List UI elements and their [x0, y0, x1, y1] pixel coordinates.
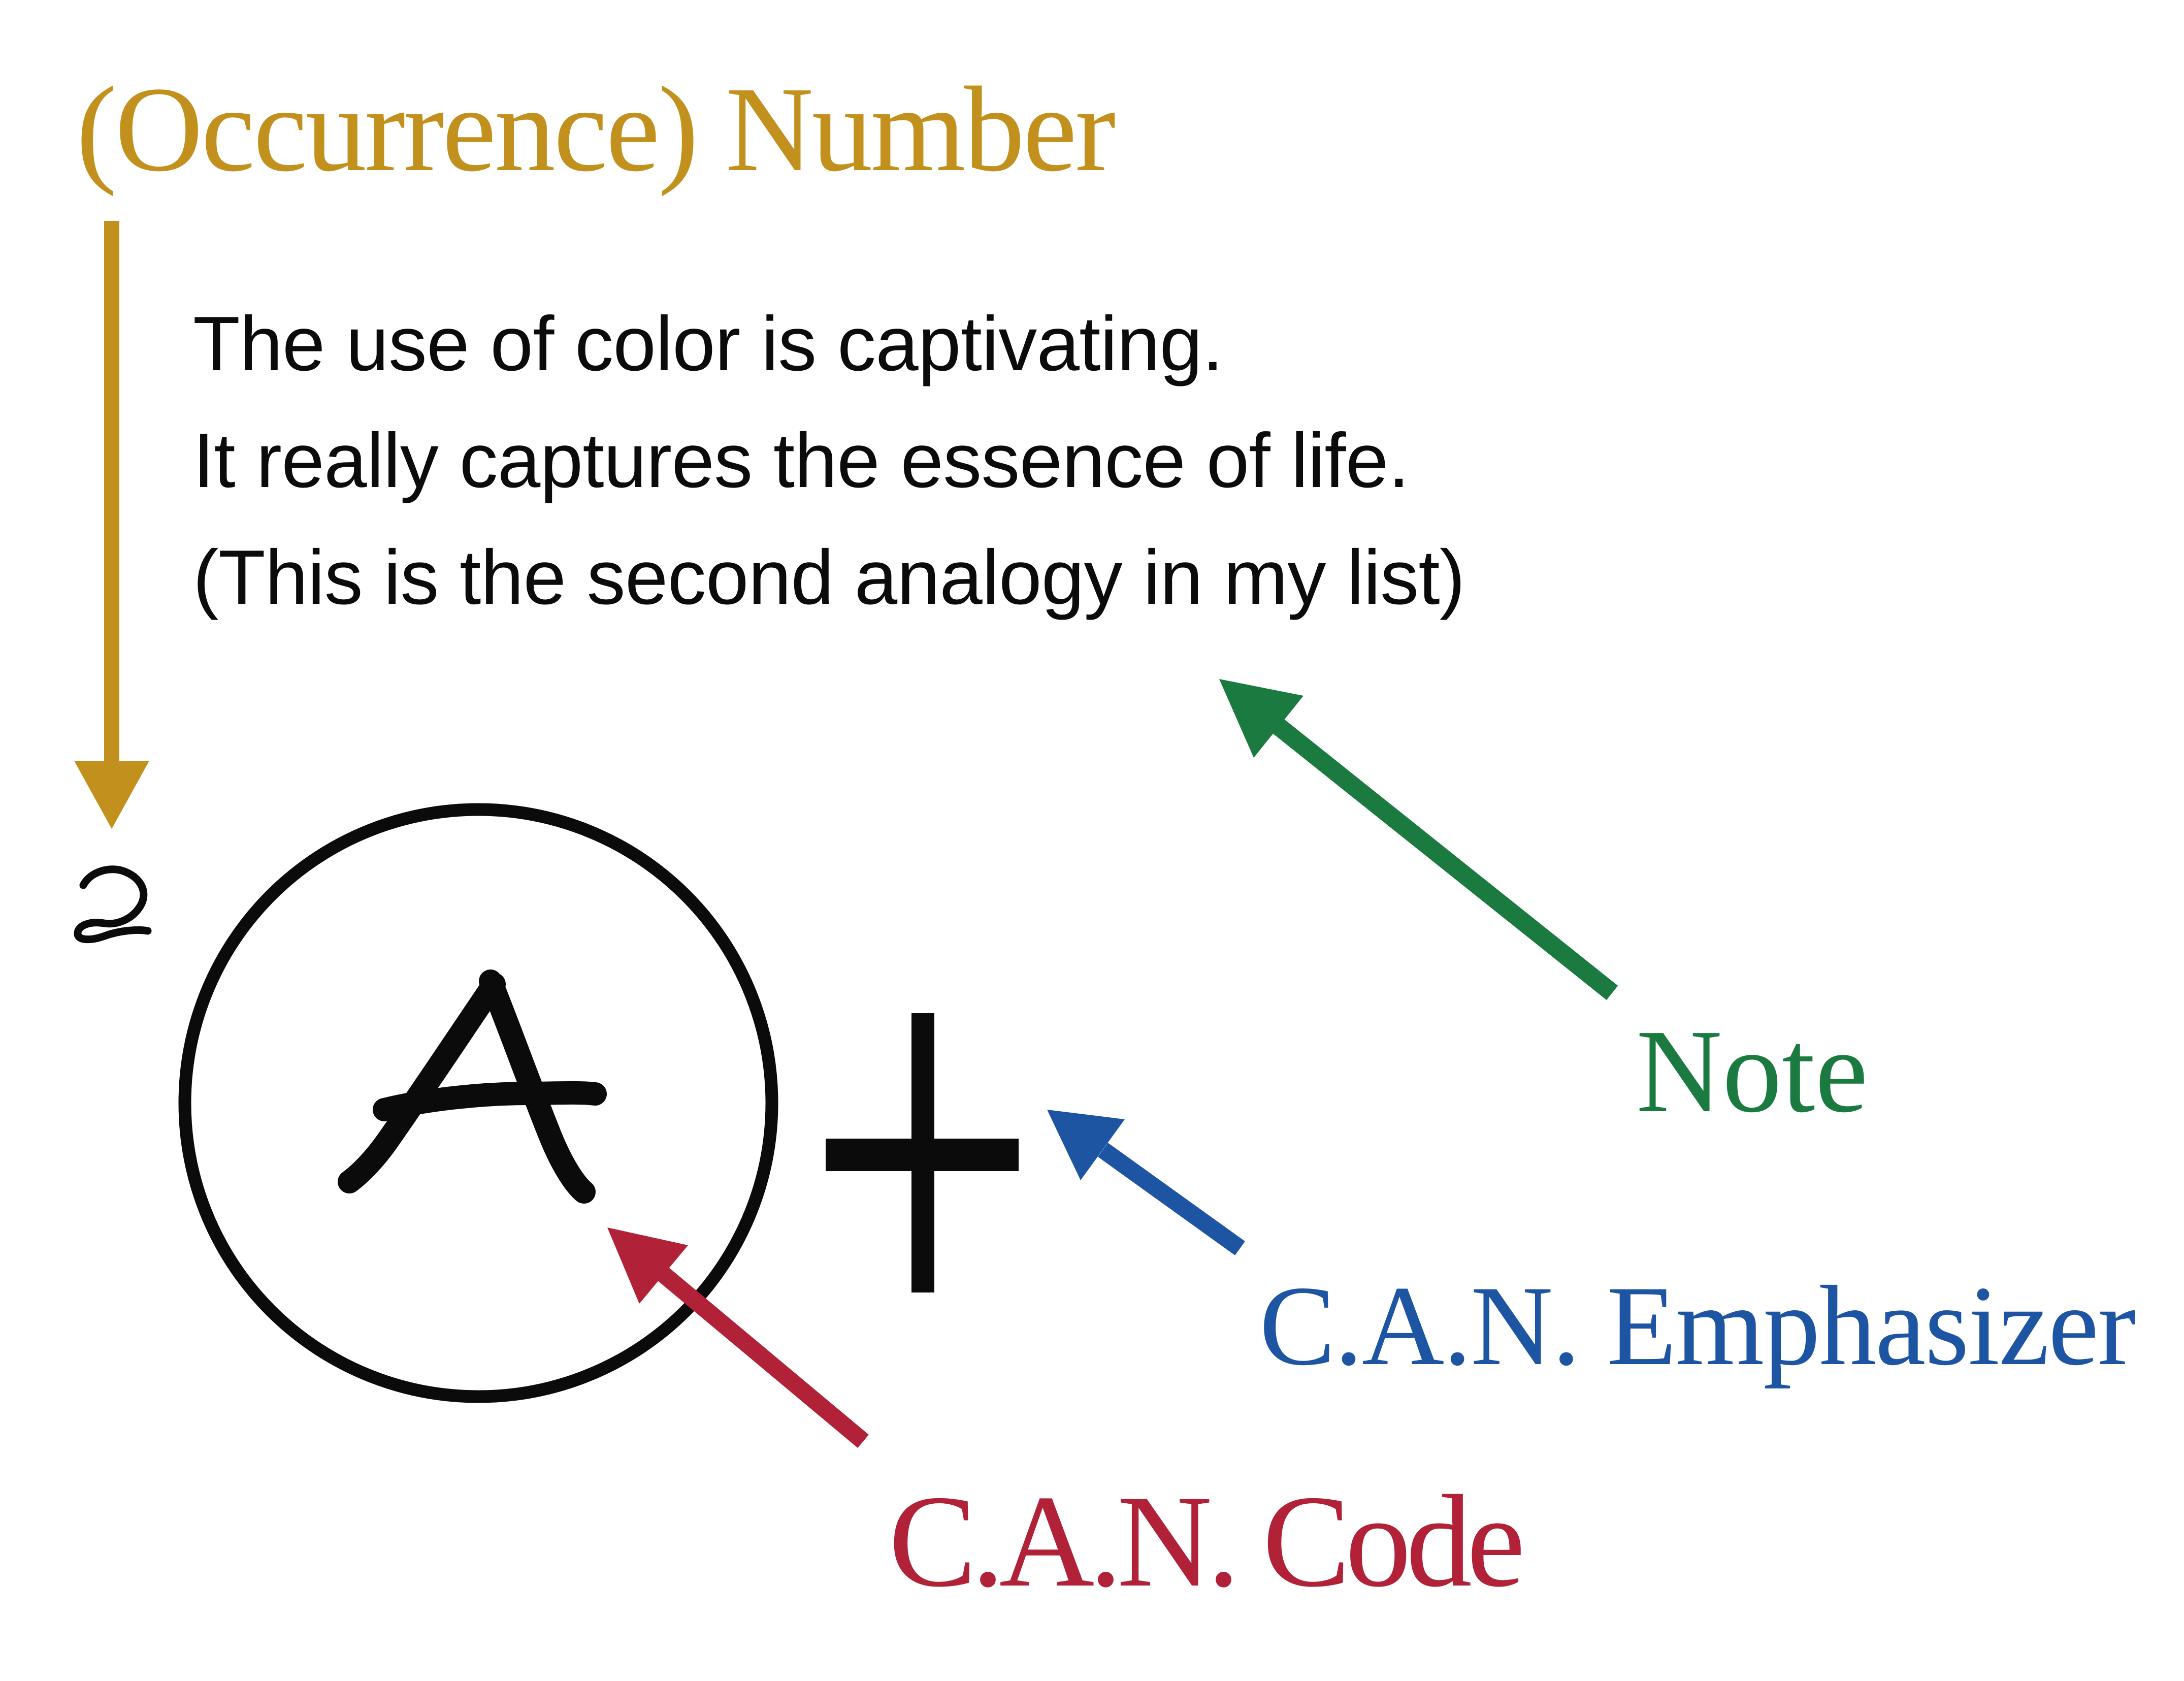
- letter-A-glyph: [338, 969, 607, 1204]
- letter-A-left-leg: [338, 973, 506, 1193]
- green-note-arrow: [1219, 679, 1618, 1000]
- note-paragraph-line-2: It really captures the essence of life.: [193, 417, 1410, 504]
- emphasizer-label: C.A.N. Emphasizer: [1259, 1262, 2136, 1389]
- note-paragraph: The use of color is captivating. It real…: [193, 285, 1465, 636]
- blue-emphasizer-arrow: [1047, 1110, 1245, 1255]
- gold-arrow-head: [74, 761, 149, 829]
- gold-down-arrow: [74, 221, 149, 829]
- blue-arrow-head: [1047, 1110, 1125, 1180]
- note-label: Note: [1636, 1005, 1868, 1137]
- red-arrow-shaft: [657, 1266, 869, 1448]
- occurrence-2-path: [74, 865, 152, 944]
- occurrence-2-glyph: [74, 865, 152, 944]
- note-paragraph-line-1: The use of color is captivating.: [193, 301, 1223, 387]
- occurrence-number-title: (Occurrence) Number: [76, 61, 1116, 197]
- green-arrow-shaft: [1268, 716, 1618, 1000]
- note-paragraph-line-3: (This is the second analogy in my list): [193, 534, 1465, 621]
- code-label: C.A.N. Code: [889, 1468, 1525, 1614]
- code-circle: [178, 803, 778, 1403]
- gold-arrow-shaft: [104, 221, 119, 761]
- red-code-arrow: [607, 1227, 869, 1448]
- red-arrow-head: [607, 1227, 688, 1304]
- letter-A-right-leg: [479, 969, 596, 1204]
- letter-A-crossbar: [373, 1081, 607, 1121]
- plus-sign: [826, 1013, 1019, 1292]
- plus-horizontal-bar: [826, 1139, 1019, 1171]
- blue-arrow-shaft: [1098, 1143, 1245, 1255]
- green-arrow-head: [1219, 679, 1303, 758]
